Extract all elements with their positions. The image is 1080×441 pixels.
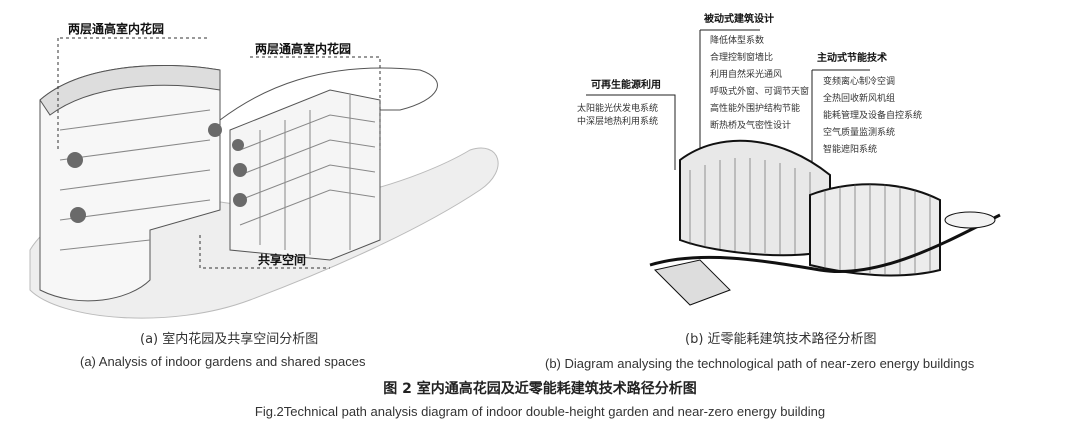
label-indoor-garden-2: 两层通高室内花园 [255, 42, 352, 56]
renewable-energy-title: 可再生能源利用 [591, 80, 661, 91]
list-item: 断热桥及气密性设计 [710, 121, 792, 131]
list-item: 呼吸式外窗、可调节天窗 [710, 87, 810, 97]
caption-b-en: (b) Diagram analysing the technological … [545, 356, 975, 371]
list-item: 降低体型系数 [710, 36, 765, 46]
panel-a-axonometric-drawing [29, 37, 499, 319]
list-item: 中深层地热利用系统 [577, 117, 659, 127]
active-tech-title: 主动式节能技术 [817, 53, 887, 64]
list-item: 智能遮阳系统 [823, 145, 878, 155]
list-item: 太阳能光伏发电系统 [577, 104, 659, 114]
panel-b-building-drawing [586, 29, 1001, 306]
caption-a-en: (a) Analysis of indoor gardens and share… [80, 354, 366, 369]
list-item: 能耗管理及设备自控系统 [823, 111, 923, 121]
renewable-energy-list: 太阳能光伏发电系统 中深层地热利用系统 [577, 103, 658, 129]
figure-title-cn: 图 2 室内通高花园及近零能耗建筑技术路径分析图 [383, 381, 697, 397]
caption-a-cn: (a) 室内花园及共享空间分析图 [140, 332, 319, 347]
list-item: 空气质量监测系统 [823, 128, 896, 138]
label-indoor-garden-1: 两层通高室内花园 [68, 22, 165, 36]
caption-b-cn: (b) 近零能耗建筑技术路径分析图 [685, 332, 877, 347]
passive-design-title: 被动式建筑设计 [704, 14, 774, 25]
figure-title-en: Fig.2Technical path analysis diagram of … [254, 404, 826, 419]
active-tech-list: 变频离心制冷空调 全热回收新风机组 能耗管理及设备自控系统 空气质量监测系统 智… [823, 74, 922, 159]
list-item: 高性能外围护结构节能 [710, 104, 801, 114]
passive-design-list: 降低体型系数 合理控制窗墙比 利用自然采光通风 呼吸式外窗、可调节天窗 高性能外… [710, 33, 809, 135]
list-item: 利用自然采光通风 [710, 70, 783, 80]
list-item: 全热回收新风机组 [823, 94, 896, 104]
list-item: 合理控制窗墙比 [710, 53, 774, 63]
list-item: 变频离心制冷空调 [823, 77, 896, 87]
label-shared-space: 共享空间 [258, 253, 307, 267]
